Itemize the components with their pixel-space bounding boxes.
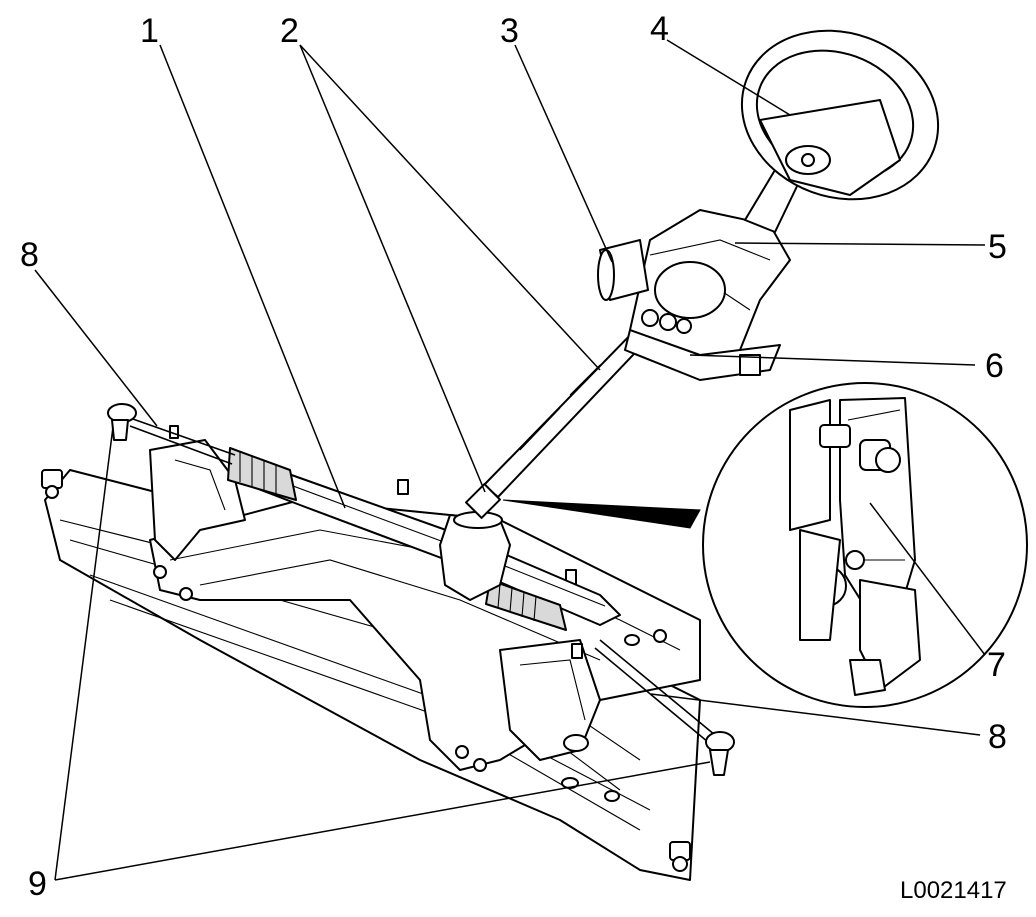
steering-rack (227, 447, 621, 631)
steering-wheel (740, 29, 940, 201)
callout-3: 3 (500, 12, 519, 50)
callout-2: 2 (280, 12, 299, 50)
callout-9: 9 (28, 865, 47, 903)
callout-5: 5 (988, 228, 1007, 266)
leader-6 (689, 354, 976, 366)
callout-7: 7 (987, 646, 1006, 684)
intermediate-shaft (465, 324, 653, 519)
tie-rod-end-right (705, 731, 735, 776)
leader-5 (734, 242, 986, 246)
tie-rod-right (594, 639, 716, 743)
leader-lines (34, 39, 986, 881)
callout-1: 1 (140, 12, 159, 50)
leader-2a (299, 44, 486, 493)
leader-8b (650, 693, 981, 736)
steering-column (629, 169, 801, 366)
callout-4: 4 (650, 10, 669, 48)
leader-4 (666, 39, 791, 116)
leader-1 (159, 44, 346, 509)
callout-6: 6 (985, 347, 1004, 385)
tie-rod-left (129, 417, 236, 465)
callout-8-right: 8 (988, 718, 1007, 756)
leader-9a (54, 426, 114, 881)
subframe (41, 425, 701, 881)
leader-9b (54, 761, 711, 881)
leader-7 (869, 502, 986, 656)
tie-rod-end-left (107, 403, 137, 441)
figure-id: L0021417 (900, 877, 1007, 904)
mount-bolt (41, 469, 63, 499)
mount-bolt (669, 841, 691, 872)
callout-8-left: 8 (20, 236, 39, 274)
leader-3 (514, 44, 613, 263)
leader-2b (299, 44, 601, 371)
detail-pointer (502, 499, 701, 529)
detail-view (702, 382, 1028, 708)
leader-8a (34, 269, 158, 427)
